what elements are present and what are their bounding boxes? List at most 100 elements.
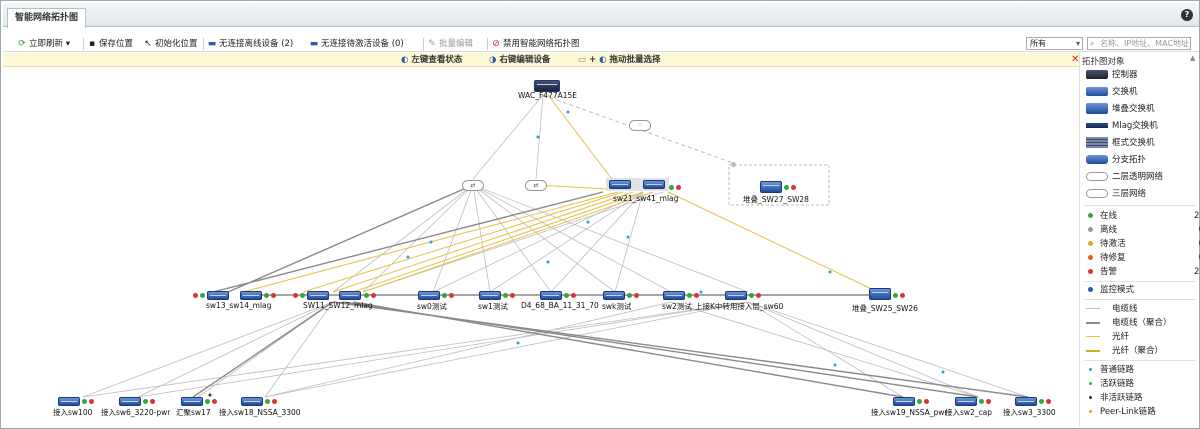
help-icon[interactable]: ?: [1181, 9, 1193, 21]
status-online-icon: [143, 399, 148, 404]
controller-device[interactable]: [534, 80, 560, 92]
switch-device[interactable]: [603, 291, 625, 300]
node-label: 堆叠_SW25_SW26: [852, 304, 918, 313]
legend-l3-network: 三层网络: [1086, 188, 1146, 200]
node-label: sw0测试: [417, 302, 447, 311]
tab-topology[interactable]: 智能网络拓扑图: [7, 8, 87, 28]
l3-network-icon[interactable]: ⁘: [629, 120, 651, 131]
node-label: 接入sw100: [53, 408, 93, 417]
init-position-button[interactable]: ↖初始化位置: [144, 39, 198, 49]
status-online-icon: [669, 185, 674, 190]
switch-device[interactable]: [643, 180, 665, 189]
wrench-icon: ↖: [144, 39, 152, 49]
switch-device[interactable]: [663, 291, 685, 300]
legend-link-inactive: 非活跃链路: [1086, 392, 1143, 404]
status-alarm-icon: [193, 293, 198, 298]
status-online-icon: [300, 293, 305, 298]
node-label: 汇聚sw17: [176, 408, 211, 417]
scroll-up-icon[interactable]: ▲: [1190, 54, 1196, 62]
device-icon: ▬: [309, 39, 319, 49]
status-alarm-icon: [924, 399, 929, 404]
node-label: D4_68_BA_11_31_70: [521, 301, 599, 310]
status-alarm-icon: [271, 293, 276, 298]
legend-panel: ✕ 拓扑图对象 ▲ 控制器 交换机 堆叠交换机 Mlag交换机 框式交换机 分支…: [1071, 53, 1200, 427]
switch-device[interactable]: [725, 291, 747, 300]
switch-device[interactable]: [58, 397, 80, 406]
node-label: 上接K中转用接入层_sw60: [695, 302, 784, 311]
hint-right-click: ◑ 右键编辑设备: [489, 55, 551, 65]
status-online-icon: [893, 293, 898, 298]
stack-switch-device[interactable]: [760, 181, 782, 193]
status-alarm-icon: [150, 399, 155, 404]
status-alarm-icon: [1086, 267, 1096, 276]
node-label: sw2测试: [662, 302, 692, 311]
forbidden-icon: ⊘: [492, 39, 500, 49]
switch-device[interactable]: [207, 291, 229, 300]
switch-device[interactable]: [240, 291, 262, 300]
legend-chassis-switch: 框式交换机: [1086, 137, 1155, 149]
link-inactive-icon: [1086, 393, 1096, 402]
switch-device[interactable]: [119, 397, 141, 406]
mouse-icon: ◐: [599, 55, 607, 65]
refresh-button[interactable]: ⟳立即刷新 ▾: [18, 39, 70, 49]
status-alarm-icon: [986, 399, 991, 404]
mouse-icon: ◑: [489, 55, 497, 65]
pencil-icon: ✎: [428, 39, 436, 49]
offline-devices-button[interactable]: ▬无连接离线设备 (2): [207, 39, 294, 49]
fiber-line-icon: [1086, 332, 1108, 341]
node-label: swk测试: [602, 302, 632, 311]
status-alarm-icon: [694, 293, 699, 298]
legend-fiber: 光纤: [1086, 331, 1129, 343]
disable-topology-button[interactable]: ⊘禁用智能网络拓扑图: [492, 39, 580, 49]
batch-edit-button[interactable]: ✎批量编辑: [428, 39, 474, 49]
switch-device[interactable]: [418, 291, 440, 300]
switch-device[interactable]: [609, 180, 631, 189]
switch-device[interactable]: [479, 291, 501, 300]
legend-monitor-mode[interactable]: 监控模式: [1086, 284, 1134, 296]
legend-cable: 电缆线: [1086, 303, 1138, 315]
legend-controller: 控制器: [1086, 69, 1138, 81]
stack-switch-device[interactable]: [869, 288, 891, 300]
switch-device[interactable]: [540, 291, 562, 300]
node-label: 接入sw6_3220-pwr: [101, 408, 171, 417]
refresh-icon: ⟳: [18, 39, 26, 49]
keyboard-icon: ▭: [578, 55, 587, 65]
search-input[interactable]: ⌕名称、IP地址、MAC地址: [1087, 37, 1191, 50]
status-online-icon: [687, 293, 692, 298]
switch-device[interactable]: [339, 291, 361, 300]
status-alarm-icon: [1046, 399, 1051, 404]
legend-link-active: 活跃链路: [1086, 378, 1134, 390]
chevron-down-icon[interactable]: ▾: [65, 39, 70, 49]
close-icon[interactable]: ✕: [1071, 54, 1080, 65]
switch-device[interactable]: [307, 291, 329, 300]
switch-device[interactable]: [893, 397, 915, 406]
topology-canvas[interactable]: WAC_F477A15E ⇄ ⇄ ⁘ sw21_sw41_mlag 堆叠_SW2…: [3, 67, 1079, 427]
filter-select[interactable]: 所有: [1026, 37, 1083, 50]
switch-device[interactable]: [1015, 397, 1037, 406]
node-label: 接入sw3_3300: [1003, 408, 1056, 417]
node-label: WAC_F477A15E: [518, 91, 578, 100]
inactive-devices-button[interactable]: ▬无连接待激活设备 (0): [309, 39, 404, 49]
l2-network-icon[interactable]: ⇄: [525, 180, 547, 191]
l2-network-icon[interactable]: ⇄: [462, 180, 484, 191]
mlag-switch-icon: [1086, 123, 1108, 128]
branch-icon: [1086, 155, 1108, 164]
status-offline-icon: [1086, 225, 1096, 234]
status-alarm-icon: [371, 293, 376, 298]
save-icon: ▪: [88, 39, 96, 49]
status-repair-icon: [1086, 253, 1096, 262]
switch-device[interactable]: [241, 397, 263, 406]
device-icon: ▬: [207, 39, 217, 49]
legend-title: 拓扑图对象: [1082, 57, 1125, 67]
search-icon: ⌕: [1090, 39, 1095, 48]
switch-device[interactable]: [181, 397, 203, 406]
peer-link-icon: [1086, 407, 1096, 416]
node-label: 堆叠_SW27_SW28: [743, 195, 809, 204]
toolbar: ⟳立即刷新 ▾ ▪保存位置 ↖初始化位置 ▬无连接离线设备 (2) ▬无连接待激…: [3, 35, 1199, 52]
legend-branch: 分支拓扑: [1086, 154, 1146, 166]
status-online-icon: [264, 293, 269, 298]
links-layer: [82, 94, 1029, 398]
save-position-button[interactable]: ▪保存位置: [88, 39, 134, 49]
switch-device[interactable]: [955, 397, 977, 406]
